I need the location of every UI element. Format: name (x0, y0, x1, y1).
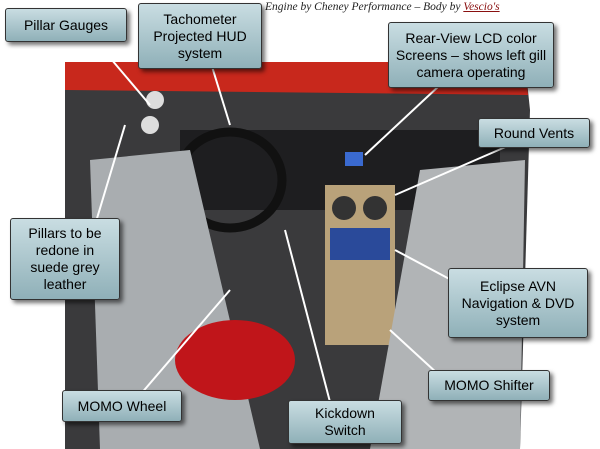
callout-rear-view-lcd: Rear-View LCD color Screens – shows left… (388, 22, 554, 88)
photo-credit: Engine by Cheney Performance – Body by V… (265, 1, 500, 13)
callout-kickdown-switch: Kickdown Switch (288, 400, 402, 444)
callout-pillar-gauges: Pillar Gauges (5, 8, 127, 42)
callout-momo-wheel: MOMO Wheel (62, 390, 182, 422)
callout-momo-shifter: MOMO Shifter (428, 370, 550, 401)
callout-tachometer: Tachometer Projected HUD system (138, 3, 262, 69)
callout-pillars: Pillars to be redone in suede grey leath… (10, 218, 120, 300)
callout-eclipse-avn: Eclipse AVN Navigation & DVD system (448, 268, 588, 338)
callout-round-vents: Round Vents (478, 118, 590, 148)
